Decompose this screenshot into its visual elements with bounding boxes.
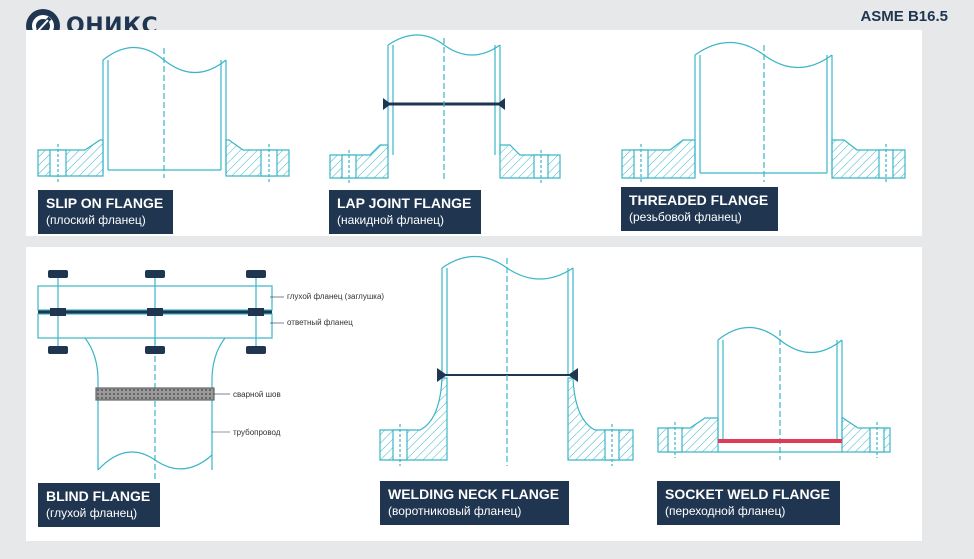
label-subtitle: (накидной фланец) — [337, 212, 445, 227]
label-title: WELDING NECK FLANGE — [388, 486, 560, 502]
standard-label: ASME B16.5 — [860, 8, 948, 25]
label-lap-joint: LAP JOINT FLANGE (накидной фланец) — [329, 190, 482, 234]
label-title: LAP JOINT FLANGE — [337, 195, 472, 211]
label-blind: BLIND FLANGE (глухой фланец) — [38, 483, 161, 527]
label-slip-on: SLIP ON FLANGE (плоский фланец) — [38, 190, 174, 234]
label-socket-weld: SOCKET WELD FLANGE (переходной фланец) — [657, 481, 840, 525]
note-weld-seam: сварной шов — [233, 390, 281, 399]
blind-drawing — [37, 274, 284, 480]
label-subtitle: (переходной фланец) — [665, 503, 786, 518]
threaded-drawing — [621, 42, 906, 184]
label-title: THREADED FLANGE — [629, 192, 769, 208]
label-subtitle: (глухой фланец) — [46, 505, 138, 520]
welding-neck-drawing — [379, 256, 634, 466]
note-blind-flange: глухой фланец (заглушка) — [287, 292, 385, 301]
label-title: BLIND FLANGE — [46, 488, 151, 504]
slip-on-drawing — [37, 47, 290, 182]
label-threaded: THREADED FLANGE (резьбовой фланец) — [621, 187, 779, 231]
label-subtitle: (плоский фланец) — [46, 212, 146, 227]
socket-weld-drawing — [657, 327, 891, 460]
label-subtitle: (воротниковый фланец) — [388, 503, 522, 518]
note-pipeline: трубопровод — [233, 428, 281, 437]
label-welding-neck: WELDING NECK FLANGE (воротниковый фланец… — [380, 481, 570, 525]
label-title: SLIP ON FLANGE — [46, 195, 164, 211]
label-subtitle: (резьбовой фланец) — [629, 209, 742, 224]
lap-joint-drawing — [329, 34, 561, 184]
label-title: SOCKET WELD FLANGE — [665, 486, 830, 502]
blind-bolts — [48, 270, 266, 354]
note-mating-flange: ответный фланец — [287, 318, 353, 327]
